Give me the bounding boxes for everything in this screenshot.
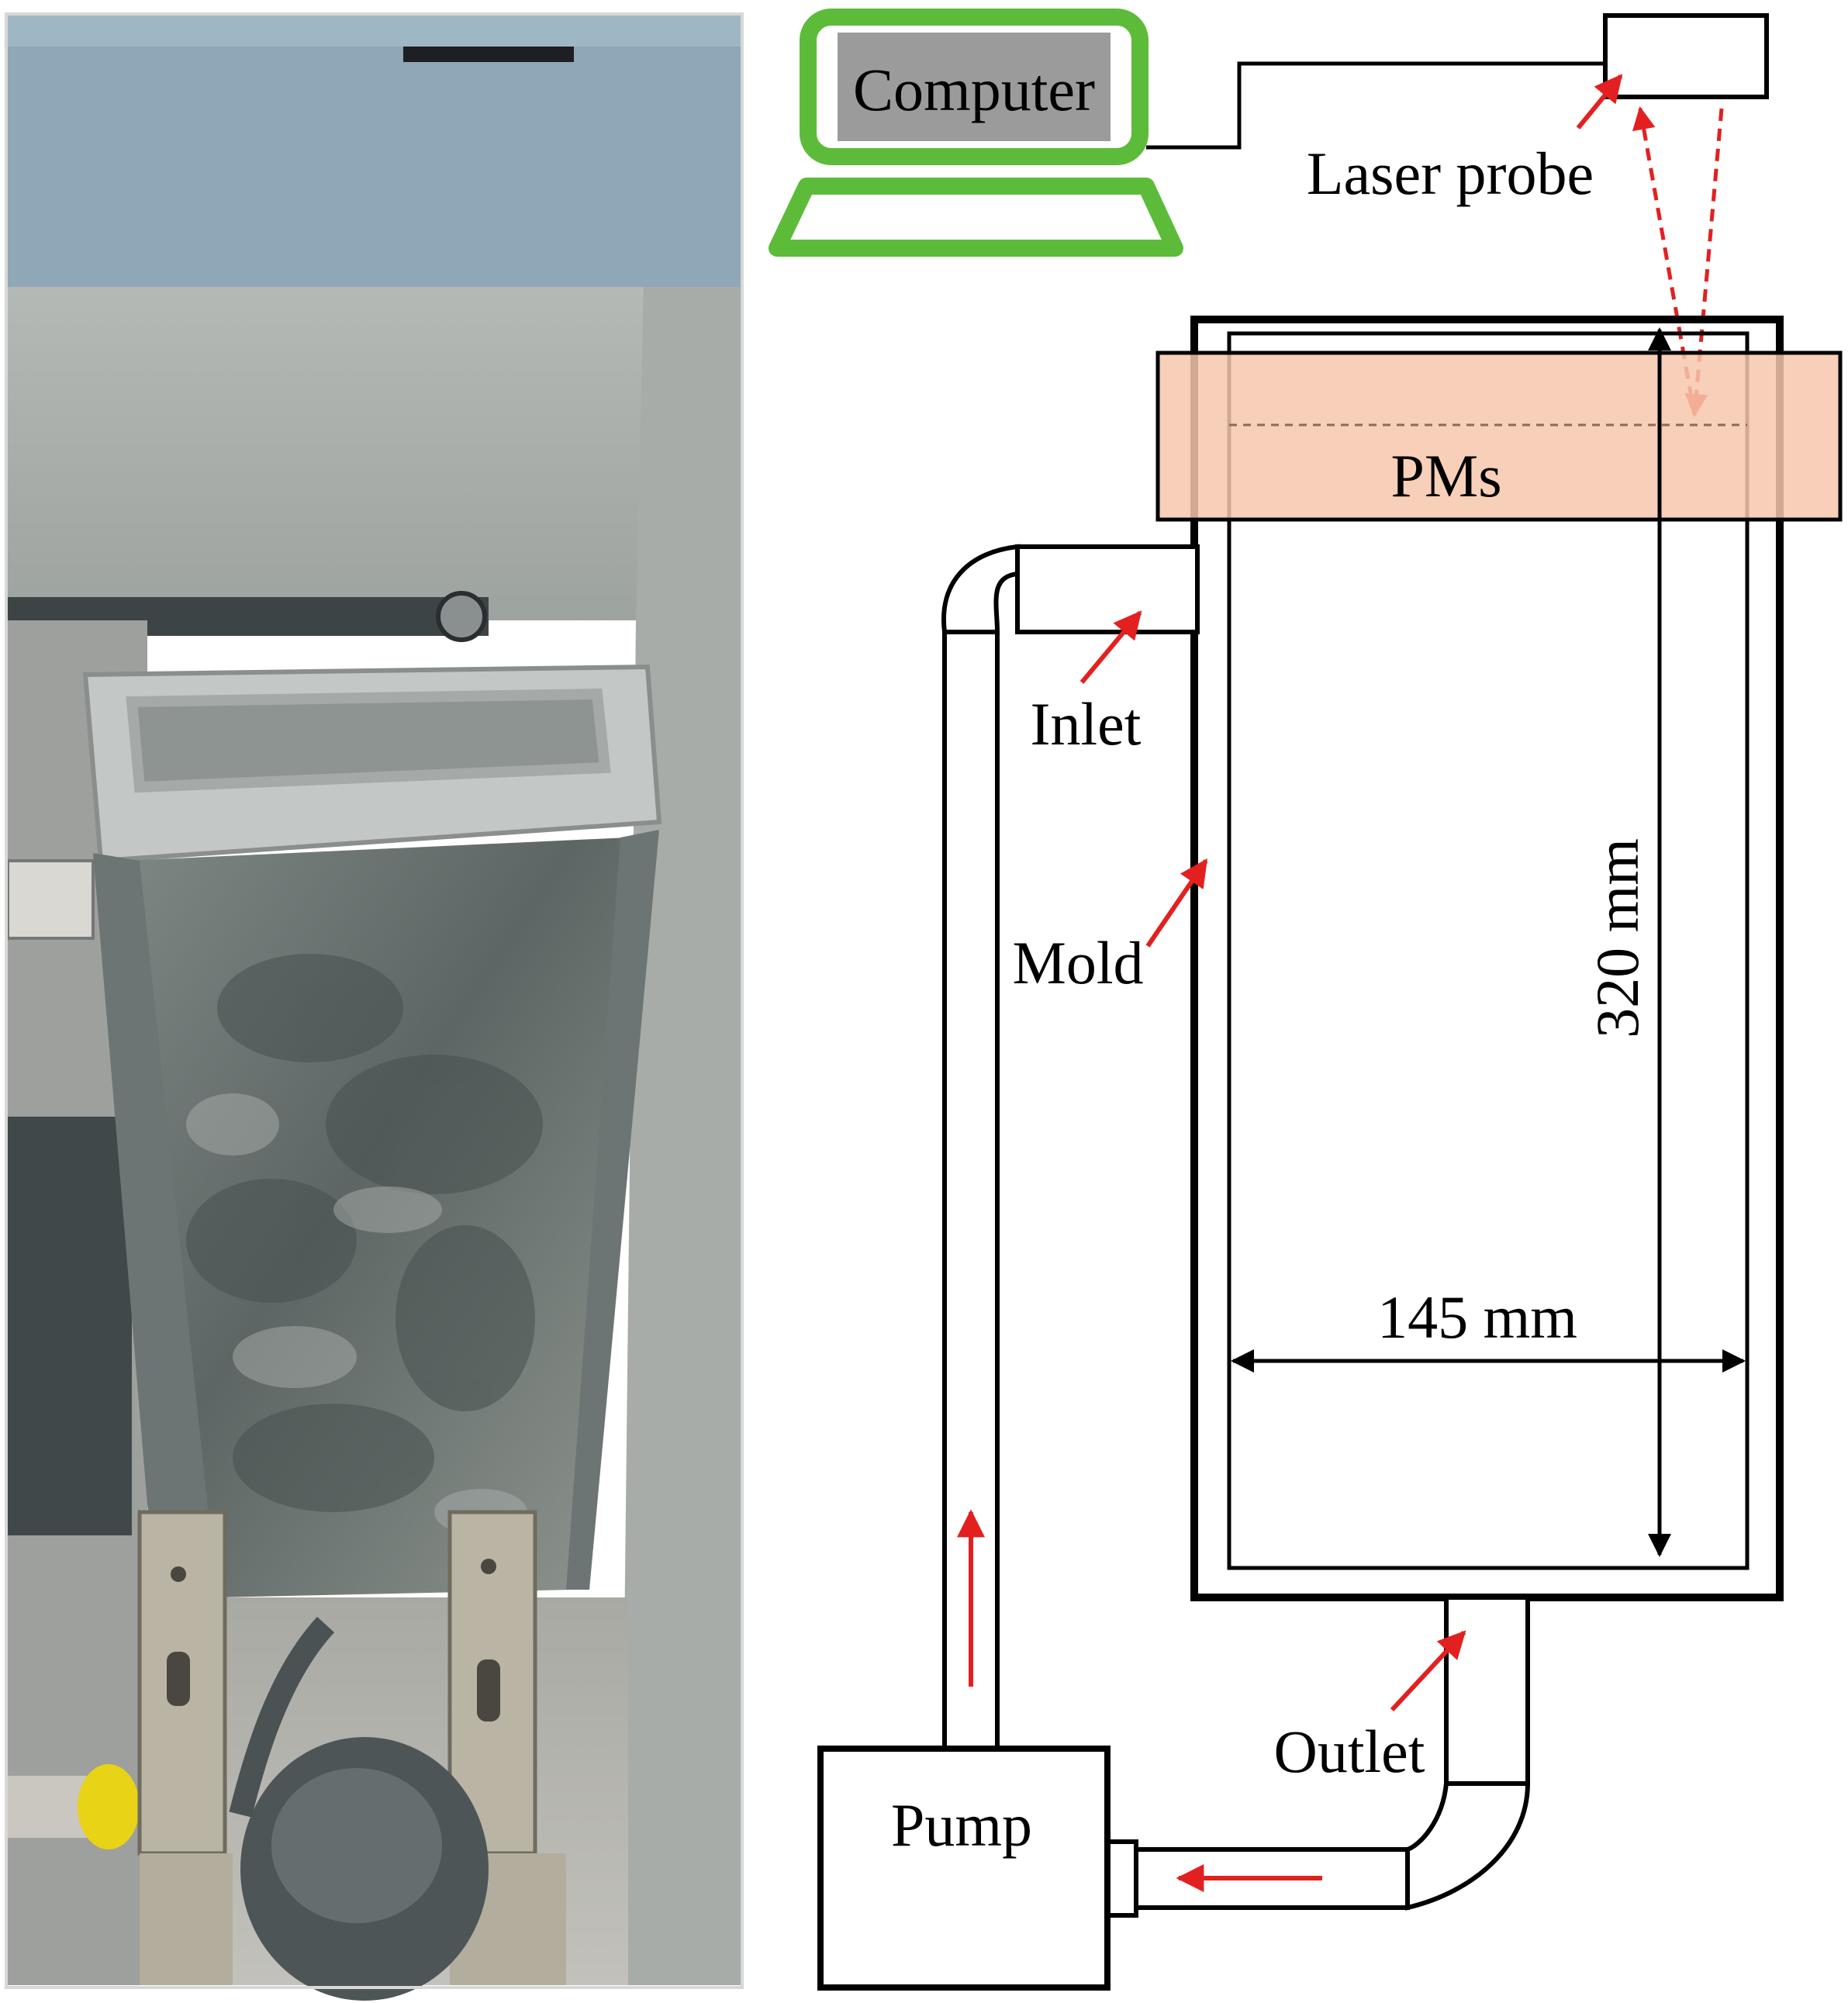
pms-label: PMs: [1390, 442, 1501, 509]
laser-probe-pointer: [1576, 74, 1623, 130]
back-wall: [8, 287, 741, 620]
outlet-label: Outlet: [1274, 1718, 1425, 1785]
laser-probe-label: Laser probe: [1307, 140, 1594, 207]
outlet-elbow: [1405, 1781, 1531, 1911]
mold-inner-wall: [1227, 331, 1750, 1570]
pump-box: [817, 1746, 1111, 1991]
inlet-label: Inlet: [1031, 690, 1142, 758]
width-dimension-label: 145 mm: [1377, 1283, 1577, 1351]
pms-band: [1155, 351, 1843, 522]
pump-label: Pump: [891, 1791, 1032, 1859]
outlet-pipe: [1444, 1595, 1530, 1786]
laser-probe-box: [1603, 13, 1769, 99]
inlet-pointer: [1079, 610, 1142, 684]
outlet-pointer: [1390, 1630, 1466, 1712]
mold-label: Mold: [1012, 929, 1143, 996]
laptop-icon: [769, 9, 1183, 257]
height-dimension-label: 320 mm: [1584, 838, 1651, 1038]
experimental-setup-photo: [5, 12, 744, 2001]
inlet-elbow: [941, 544, 1020, 634]
laser-beam: [1632, 106, 1724, 417]
computer-label: Computer: [853, 56, 1095, 123]
probe-cable: [1146, 61, 1605, 150]
mold-pointer: [1145, 858, 1208, 948]
cabinet-top: [8, 16, 741, 295]
